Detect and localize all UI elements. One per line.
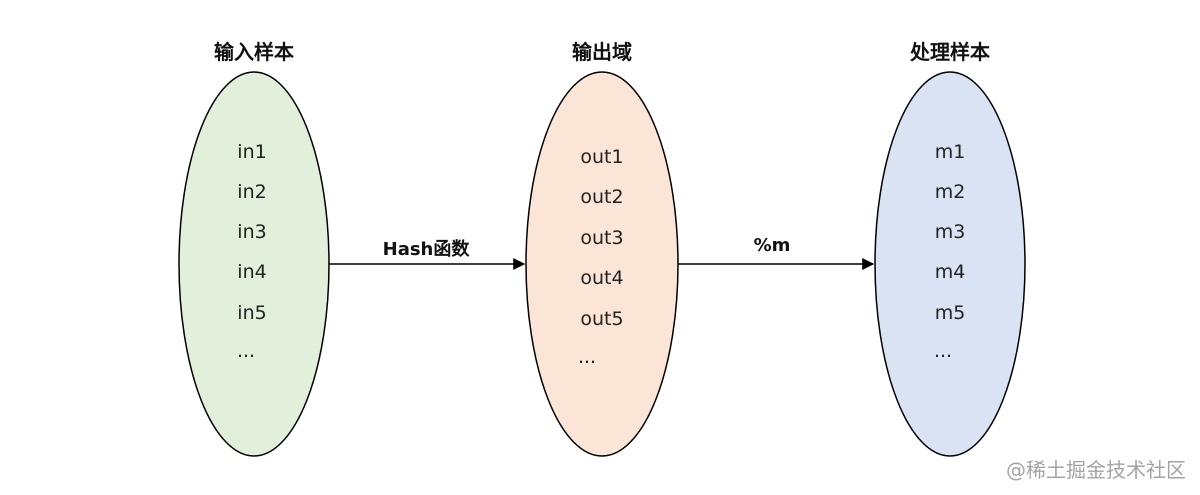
processed-item: m5 — [934, 302, 966, 324]
output-domain-title: 输出域 — [572, 40, 632, 64]
processed-item: m4 — [934, 261, 966, 283]
output-item: out3 — [580, 227, 624, 249]
processed-samples-ellipse — [874, 71, 1026, 457]
input-item: in2 — [237, 181, 267, 203]
processed-item: m3 — [934, 221, 966, 243]
input-samples-title: 输入样本 — [214, 40, 294, 64]
output-item: out1 — [580, 146, 624, 168]
input-item: in5 — [237, 302, 267, 324]
hash-function-label: Hash函数 — [382, 239, 470, 260]
processed-samples-title: 处理样本 — [910, 40, 990, 64]
processed-item-ellipsis: ... — [933, 340, 953, 362]
input-item: in1 — [237, 141, 267, 163]
watermark-text: @稀土掘金技术社区 — [1006, 458, 1186, 482]
output-item: out4 — [580, 267, 624, 289]
mod-m-label: %m — [753, 235, 791, 256]
output-item: out5 — [580, 308, 624, 330]
processed-item: m2 — [934, 181, 966, 203]
processed-item: m1 — [934, 141, 966, 163]
input-item: in4 — [237, 261, 267, 283]
input-item-ellipsis: ... — [236, 340, 256, 362]
output-item: out2 — [580, 186, 624, 208]
input-item: in3 — [237, 221, 267, 243]
output-domain-ellipse — [525, 71, 679, 457]
output-item-ellipsis: ... — [577, 346, 597, 368]
